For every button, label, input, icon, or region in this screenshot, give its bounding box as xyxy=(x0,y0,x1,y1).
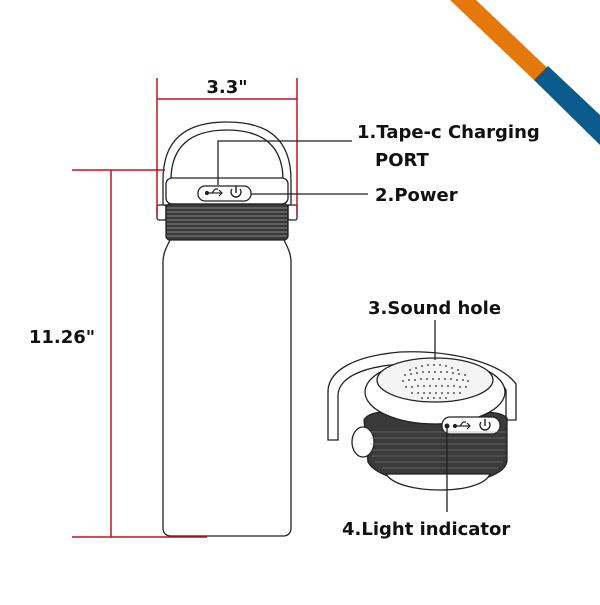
leader-charging-port xyxy=(217,140,352,185)
bottle-cap-ribs xyxy=(167,207,287,237)
height-dimension-label: 11.26" xyxy=(29,327,95,348)
speaker-power-icon xyxy=(479,419,491,431)
speaker-cap xyxy=(327,351,517,491)
speaker-grill-disc xyxy=(376,357,494,403)
width-dimension-label: 3.3" xyxy=(206,77,247,98)
callout-sound-hole: 3.Sound hole xyxy=(368,298,501,319)
callout-charging-port-line1: 1.Tape-c Charging xyxy=(357,122,540,143)
dimension-width xyxy=(156,78,298,215)
callout-power: 2.Power xyxy=(375,185,458,206)
corner-decoration xyxy=(450,0,600,145)
usb-icon xyxy=(204,188,223,197)
light-indicator-dot xyxy=(444,423,450,429)
speaker-side-knob xyxy=(351,426,375,458)
speaker-strap xyxy=(327,351,517,441)
callout-charging-port-line2: PORT xyxy=(375,150,430,171)
callout-light-indicator: 4.Light indicator xyxy=(342,519,510,540)
speaker-band-ribs xyxy=(370,431,505,469)
speaker-foot xyxy=(384,473,491,491)
sound-hole-grill xyxy=(402,364,469,399)
bottle-cap-band xyxy=(165,203,289,241)
speaker-control-plate xyxy=(441,416,501,435)
bottle-speaker xyxy=(156,121,298,537)
corner-stripe-blue xyxy=(534,66,600,145)
dimension-height xyxy=(72,169,207,538)
bottle-body xyxy=(162,239,292,537)
callout-leaders xyxy=(217,140,448,512)
handle-peg-right xyxy=(287,204,298,221)
handle-peg-left xyxy=(156,204,167,221)
power-icon xyxy=(230,186,242,198)
speaker-usb-icon xyxy=(452,421,471,430)
